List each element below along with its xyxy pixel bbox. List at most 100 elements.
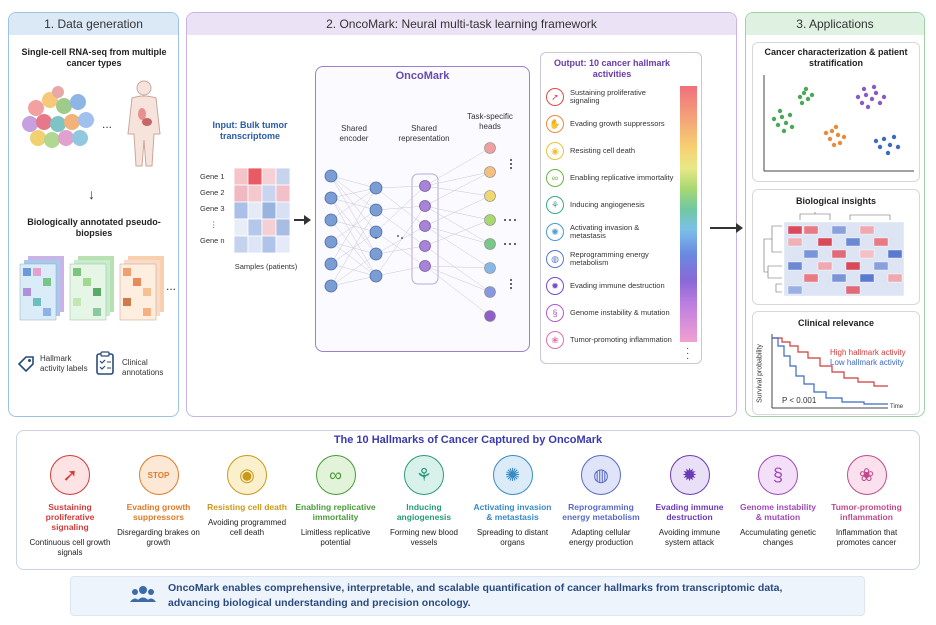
infinity-icon: ∞	[546, 169, 564, 187]
hallmark-title: Evading immune destruction	[655, 502, 724, 522]
card-title: Cancer characterization & patient strati…	[764, 47, 908, 68]
heatmap-grid	[783, 221, 905, 297]
spread-icon: ✺	[546, 223, 564, 241]
output-row: ◉ Resisting cell death	[546, 140, 676, 162]
hallmark-description: Avoiding programmed cell death	[207, 518, 287, 537]
output-label: Evading immune destruction	[570, 280, 665, 290]
vessel-icon: ⚘	[404, 455, 444, 495]
hallmark-title: Enabling replicative immortality	[295, 502, 376, 522]
output-label: Evading growth suppressors	[570, 118, 665, 128]
representation-nodes	[419, 180, 431, 272]
inflammation-icon: ❀	[846, 455, 887, 495]
heatmap-cells	[234, 168, 291, 254]
panel-data-generation: 1. Data generation	[8, 12, 179, 417]
heatmap-stack-3	[119, 256, 164, 321]
task-head-nodes	[484, 142, 496, 322]
output-row: §Genome instability & mutation	[546, 302, 676, 324]
input-arrow-head	[304, 215, 311, 225]
task-head-dots	[375, 159, 516, 289]
mitochondria-icon: ◍	[546, 250, 564, 268]
footer-banner	[70, 576, 865, 616]
km-x-axis-label: Time	[890, 404, 904, 410]
km-legend-high: High hallmark activity	[830, 348, 906, 357]
hallmarks-title: The 10 Hallmarks of Cancer Captured by O…	[333, 434, 603, 446]
gene-labels: Gene 1 Gene 2 Gene 3 ⋮ Gene n	[200, 172, 234, 252]
hallmark-title: Resisting cell death	[207, 502, 287, 512]
shared-encoder-label: Shared encoder	[339, 124, 369, 143]
inflammation-icon: ❀	[546, 331, 564, 349]
samples-label: Samples (patients)	[234, 262, 298, 271]
clustered-heatmap	[763, 212, 905, 297]
hallmark-title: Genome instability & mutation	[739, 502, 817, 522]
hallmark-description: Continuous cell growth signals	[29, 538, 111, 557]
hallmark-description: Accumulating genetic changes	[739, 528, 817, 547]
input-title: Input: Bulk tumor transcriptome	[212, 120, 288, 141]
hallmark-title: Inducing angiogenesis	[396, 502, 452, 522]
hallmark-description: Avoiding immune system attack	[658, 528, 721, 547]
gene-label: ⋮	[210, 220, 218, 229]
shared-representation-label: Shared representation	[398, 124, 450, 143]
representation-box	[411, 173, 439, 285]
neural-network-diagram	[324, 142, 516, 322]
cells-ellipsis: ...	[102, 117, 112, 131]
network-edges	[330, 147, 491, 317]
virus-icon: ✹	[546, 277, 564, 295]
output-row: ◍ Reprogramming energy metabolism	[546, 248, 676, 270]
km-high-curve	[772, 337, 888, 387]
gene-label: Gene 1	[200, 172, 225, 181]
gene-label: Gene 3	[200, 204, 225, 213]
scrna-subtitle: Single-cell RNA-seq from multiple cancer…	[21, 47, 167, 68]
down-arrow: ↓	[88, 186, 95, 202]
output-row: ✹ Evading immune destruction	[546, 275, 676, 297]
row-dendrogram	[763, 225, 782, 293]
infinity-icon: ∞	[315, 455, 356, 495]
gene-label: Gene n	[200, 236, 225, 245]
km-low-curve	[772, 337, 888, 405]
panel-header: 2. OncoMark: Neural multi-task learning …	[187, 13, 736, 35]
cell-icon: ◉	[546, 142, 564, 160]
pseudo-biopsy-stacks: ...	[19, 256, 176, 321]
output-label: Enabling replicative immortality	[570, 172, 674, 182]
output-title: Output: 10 cancer hallmark activities	[553, 58, 671, 79]
heatmap-stack-1	[19, 256, 64, 321]
task-heads-label: Task-specific heads	[467, 112, 513, 131]
output-box	[540, 52, 702, 364]
arrow-icon: ➚	[546, 88, 564, 106]
output-row: ✋Evading growth suppressors	[546, 113, 676, 135]
section-title: 1. Data generation	[44, 17, 143, 31]
clipboard-icon	[96, 351, 114, 375]
output-label: Sustaining proliferative signaling	[570, 87, 646, 105]
arrow-icon: ➚	[50, 455, 90, 495]
output-row: ⚘Inducing angiogenesis	[546, 194, 676, 216]
hallmark-title: Sustaining proliferative signaling	[45, 502, 95, 532]
model-name: OncoMark	[395, 70, 450, 82]
hallmark-description: Adapting cellular energy production	[568, 528, 634, 547]
mitochondria-icon: ◍	[581, 455, 621, 495]
output-label: Reprogramming energy metabolism	[570, 249, 649, 267]
people-icon	[130, 586, 156, 602]
output-label: Tumor-promoting inflammation	[570, 334, 672, 344]
hallmark-labels-text: Hallmark activity labels	[40, 354, 88, 373]
input-layer-nodes	[324, 169, 338, 293]
panel-header: 3. Applications	[746, 13, 924, 35]
human-body-icon	[127, 80, 161, 167]
hallmark-description: Disregarding brakes on growth	[117, 528, 200, 547]
km-legend-low: Low hallmark activity	[830, 358, 904, 367]
virus-icon: ✹	[669, 455, 710, 495]
output-row: ❀ Tumor-promoting inflammation	[546, 329, 676, 351]
card-title: Biological insights	[795, 196, 876, 206]
hallmark-description: Spreading to distant organs	[476, 528, 549, 547]
cluster-blue	[873, 134, 901, 156]
cluster-orange	[823, 124, 847, 148]
km-y-axis-label: Survival probability	[756, 344, 764, 403]
heatmap-stack-2	[69, 256, 114, 321]
hallmark-title: Activating invasion & metastasis	[473, 502, 552, 522]
output-label: Resisting cell death	[570, 145, 636, 155]
output-arrow	[710, 227, 738, 229]
pseudo-biopsies-title: Biologically annotated pseudo-biopsies	[27, 217, 161, 238]
